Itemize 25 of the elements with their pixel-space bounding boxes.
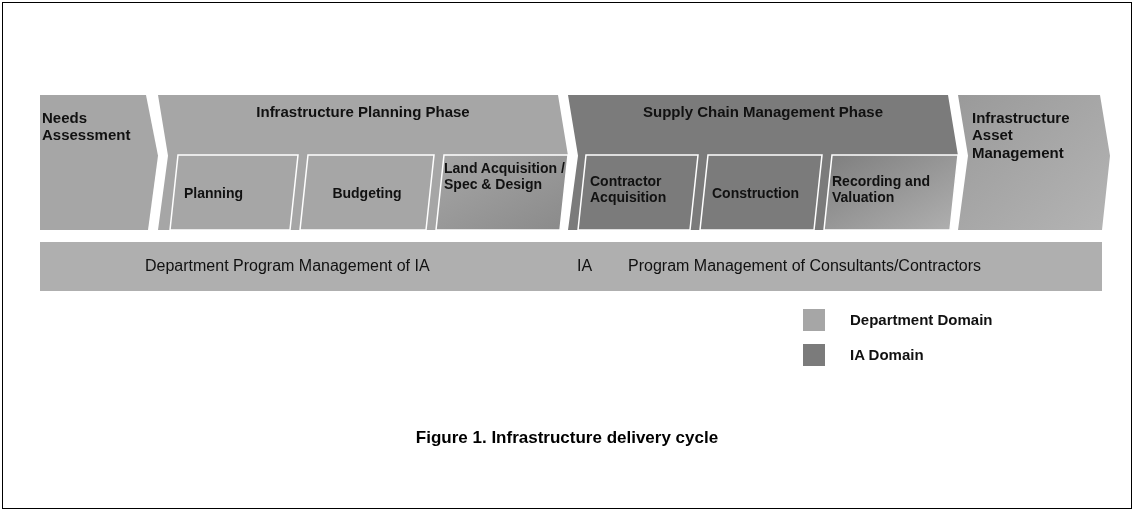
step-parallelogram [700,155,822,230]
band-text: Program Management of Consultants/Contractors [628,257,982,276]
step-label: Planning [184,185,245,202]
phase-panel [568,95,958,230]
step-label: Land Acquisition / Spec & Design [444,160,566,193]
step-label: Budgeting [331,185,403,202]
step-parallelogram [578,155,698,230]
stage-title: Needs Assessment [42,109,132,144]
stage-panel [958,95,1110,230]
program-band [40,242,1102,291]
step-parallelogram [436,155,568,230]
step-label: Construction [712,185,801,202]
step-parallelogram [300,155,434,230]
phase-title: Infrastructure Planning Phase [255,103,471,121]
band-text: IA [577,257,593,276]
step-parallelogram [170,155,298,230]
phase-title: Supply Chain Management Phase [641,103,885,121]
step-parallelogram [824,155,958,230]
band-text: Department Program Management of IA [145,257,430,276]
step-label: Contractor Acquisition [590,173,668,206]
legend-label: IA Domain [850,346,924,363]
legend-label: Department Domain [850,311,993,328]
figure-caption: Figure 1. Infrastructure delivery cycle [414,428,720,448]
step-label: Recording and Valuation [832,173,931,206]
stage-title: Infrastructure Asset Management [972,109,1071,161]
